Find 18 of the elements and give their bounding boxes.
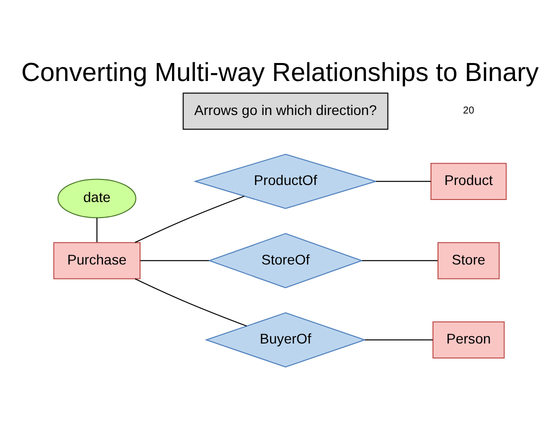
node-box: Purchase <box>53 242 141 279</box>
node-box: Product <box>430 162 507 200</box>
connector <box>376 180 431 182</box>
connector <box>364 338 433 340</box>
connector <box>134 278 247 326</box>
connector <box>134 195 244 242</box>
node-diamond: BuyerOf <box>204 312 366 368</box>
node-box: Store <box>438 242 500 279</box>
connector <box>96 217 98 242</box>
node-diamond: StoreOf <box>208 232 364 288</box>
connector <box>140 260 209 261</box>
node-box: Arrows go in which direction? <box>182 92 388 130</box>
node-box: Person <box>432 320 505 358</box>
label: 20 <box>463 105 474 116</box>
diagram-title: Converting Multi-way Relationships to Binary <box>21 56 539 86</box>
node-ellipse: date <box>58 178 136 218</box>
node-diamond: ProductOf <box>193 153 378 209</box>
connector <box>362 260 438 261</box>
